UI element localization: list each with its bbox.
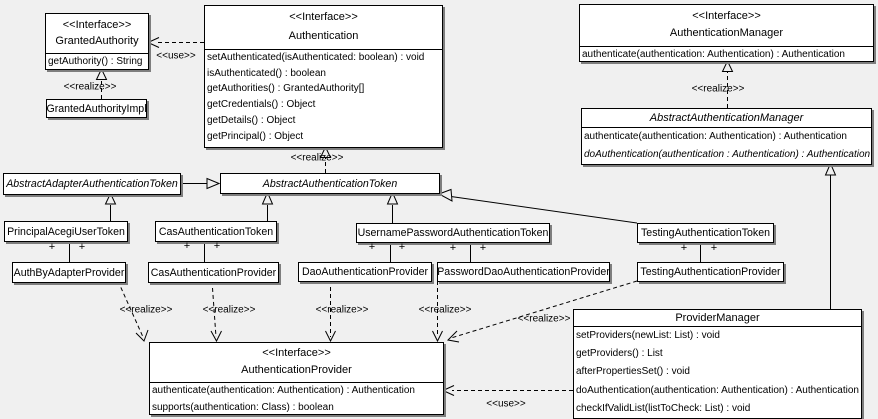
multiplicity-plus: +	[710, 242, 718, 254]
edge-realize-passworddaoprovider	[432, 281, 443, 343]
edge-assoc-token-provider	[69, 240, 701, 262]
edge-gen-casauthenticationtoken	[261, 191, 274, 221]
class-name: ProviderManager	[675, 312, 760, 324]
realize-label: <<realize>>	[517, 313, 571, 325]
edge-realize-abstractauthenticationtoken	[319, 145, 332, 173]
class-name: TestingAuthenticationToken	[641, 227, 770, 239]
class-name: AbstractAdapterAuthenticationToken	[6, 178, 178, 190]
edge-gen-principalacegiusertoken	[104, 192, 117, 221]
class-name: PrincipalAcegiUserToken	[7, 225, 125, 238]
class-granted-authority-impl: GrantedAuthorityImpl	[46, 99, 147, 118]
method-row: setAuthenticated(isAuthenticated: boolea…	[207, 52, 425, 63]
stereotype-label: <<Interface>>	[692, 10, 761, 22]
stereotype-label: <<Interface>>	[289, 11, 358, 23]
class-name: TestingAuthenticationProvider	[640, 266, 781, 278]
class-abstract-adapter-authentication-token: AbstractAdapterAuthenticationToken	[3, 173, 181, 195]
realize-label: <<realize>>	[418, 304, 472, 316]
class-cas-authentication-token: CasAuthenticationToken	[155, 221, 277, 242]
edge-realize-abstractauthenticationmanager	[721, 59, 734, 108]
method-row: authenticate(authentication: Authenticat…	[584, 131, 847, 142]
method-row: authenticate(authentication: Authenticat…	[152, 385, 415, 396]
class-auth-by-adapter-provider: AuthByAdapterProvider	[12, 262, 126, 283]
edge-gen-testingauthenticationtoken	[437, 188, 638, 224]
class-authentication-provider: <<Interface>> AuthenticationProvider aut…	[149, 342, 444, 415]
method-row: isAuthenticated() : boolean	[207, 67, 326, 79]
multiplicity-plus: +	[213, 240, 221, 252]
class-name: PasswordDaoAuthenticationProvider	[437, 266, 610, 278]
method-row: getProviders() : List	[576, 348, 663, 360]
multiplicity-plus: +	[78, 241, 86, 253]
stereotype-label: <<Interface>>	[262, 347, 331, 359]
class-testing-authentication-provider: TestingAuthenticationProvider	[637, 262, 784, 282]
edge-realize-testingauthenticationprovider	[446, 280, 638, 343]
edge-use-providermanager	[441, 385, 573, 396]
class-abstract-authentication-token: AbstractAuthenticationToken	[220, 173, 440, 194]
method-row: doAuthentication(authentication: Authent…	[576, 384, 859, 396]
class-name: AbstractAuthenticationManager	[649, 112, 804, 124]
multiplicity-plus: +	[398, 241, 406, 253]
class-authentication: <<Interface>> Authentication setAuthenti…	[204, 5, 443, 148]
edge-realize-authbyadapterprovider	[117, 280, 149, 342]
class-authentication-manager: <<Interface>> AuthenticationManager auth…	[579, 4, 874, 62]
edge-realize-casauthenticationprovider	[210, 280, 222, 343]
realize-label: <<realize>>	[691, 83, 745, 95]
method-row: getAuthority() : String	[48, 56, 143, 67]
class-name: AuthenticationProvider	[241, 364, 352, 376]
class-abstract-authentication-manager: AbstractAuthenticationManager authentica…	[581, 108, 872, 165]
multiplicity-plus: +	[680, 242, 688, 254]
class-password-dao-authentication-provider: PasswordDaoAuthenticationProvider	[437, 262, 610, 282]
multiplicity-plus: +	[183, 240, 191, 252]
method-row: supports(authentication: Class) : boolea…	[152, 401, 334, 413]
method-row: getPrincipal() : Object	[207, 130, 304, 142]
method-row: getAuthorities() : GrantedAuthority[]	[207, 83, 365, 95]
method-row: doAuthentication(authentication : Authen…	[584, 149, 871, 160]
realize-label: <<realize>>	[63, 81, 117, 93]
method-row: checkIfValidList(listToCheck: List) : vo…	[576, 402, 751, 414]
class-name: DaoAuthenticationProvider	[301, 266, 429, 278]
use-label: <<use>>	[486, 398, 526, 410]
class-name: AuthByAdapterProvider	[13, 266, 125, 279]
method-row: afterPropertiesSet() : void	[576, 366, 690, 378]
class-name: CasAuthenticationProvider	[150, 266, 277, 279]
class-cas-authentication-provider: CasAuthenticationProvider	[148, 262, 279, 283]
realize-label: <<realize>>	[202, 304, 256, 316]
class-provider-manager: ProviderManager setProviders(newList: Li…	[573, 309, 862, 419]
class-name: UsernamePasswordAuthenticationToken	[357, 227, 549, 239]
method-row: authenticate(authentication: Authenticat…	[582, 49, 845, 60]
multiplicity-plus: +	[48, 241, 56, 253]
class-username-password-authentication-token: UsernamePasswordAuthenticationToken	[356, 223, 550, 243]
edge-gen-providermanager	[824, 162, 837, 309]
multiplicity-plus: +	[479, 242, 487, 254]
class-name: AbstractAuthenticationToken	[262, 177, 398, 190]
class-testing-authentication-token: TestingAuthenticationToken	[637, 223, 774, 243]
class-granted-authority: <<Interface>> GrantedAuthority getAuthor…	[45, 13, 149, 70]
realize-label: <<realize>>	[315, 304, 369, 316]
edge-realize-daoauthenticationprovider	[325, 280, 336, 343]
class-name: Authentication	[288, 30, 359, 42]
edge-realize-grantedauthorityimpl	[95, 67, 108, 99]
class-dao-authentication-provider: DaoAuthenticationProvider	[298, 262, 432, 282]
multiplicity-plus: +	[368, 241, 376, 253]
edge-use-authentication-grantedauthority	[146, 37, 204, 48]
method-row: getDetails() : Object	[207, 114, 296, 126]
method-row: getCredentials() : Object	[207, 99, 316, 111]
realize-label: <<realize>>	[119, 304, 173, 316]
edge-gen-abstractadaptertoken	[179, 177, 221, 190]
class-name: CasAuthenticationToken	[158, 225, 274, 238]
method-row: setProviders(newList: List) : void	[576, 330, 720, 341]
stereotype-label: <<Interface>>	[62, 19, 132, 31]
edge-gen-usernamepasswordtoken	[386, 191, 399, 223]
use-label: <<use>>	[156, 50, 196, 62]
class-name: AuthenticationManager	[669, 27, 784, 39]
class-name: GrantedAuthorityImpl	[46, 102, 147, 115]
class-principal-acegi-user-token: PrincipalAcegiUserToken	[4, 221, 128, 242]
realize-label: <<realize>>	[290, 152, 344, 164]
class-name: GrantedAuthority	[55, 35, 139, 47]
multiplicity-plus: +	[449, 242, 457, 254]
